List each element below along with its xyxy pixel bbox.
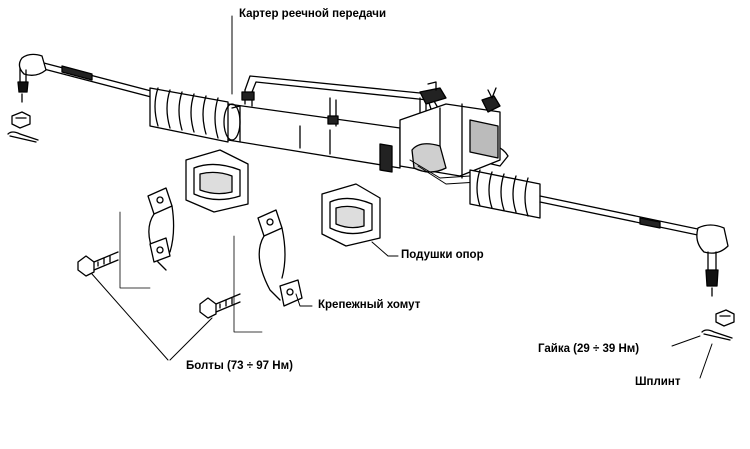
leader-lines (91, 15, 713, 379)
left-tie-rod (17, 53, 156, 103)
label-rack-housing: Картер реечной передачи (239, 8, 387, 20)
left-cotter-pin (7, 131, 39, 143)
leader-bolts (91, 273, 213, 361)
left-boot (149, 87, 229, 143)
leader-bushings (371, 241, 399, 257)
clamp-right (233, 209, 303, 333)
clamp-left (119, 187, 175, 289)
right-boot (469, 169, 541, 219)
label-cotter-pin: Шплинт (635, 376, 681, 388)
left-nut (11, 111, 31, 129)
valve-body (399, 81, 501, 185)
leader-clamp (295, 293, 313, 307)
label-mounting-clamp: Крепежный хомут (318, 299, 421, 311)
label-mount-bushings: Подушки опор (401, 249, 484, 261)
right-tie-rod (539, 195, 729, 297)
bolt-left (77, 251, 119, 277)
right-cotter-pin (701, 329, 733, 341)
bushing-right (321, 183, 381, 247)
label-nut: Гайка (29 ÷ 39 Нм) (538, 343, 640, 355)
rack-housing-tube (223, 103, 401, 173)
leader-cotter-pin (699, 343, 713, 379)
bolt-right (199, 293, 241, 319)
right-nut (715, 309, 735, 327)
label-bolts: Болты (73 ÷ 97 Нм) (186, 360, 293, 372)
leader-nut (671, 335, 701, 347)
bushing-left (185, 149, 249, 213)
